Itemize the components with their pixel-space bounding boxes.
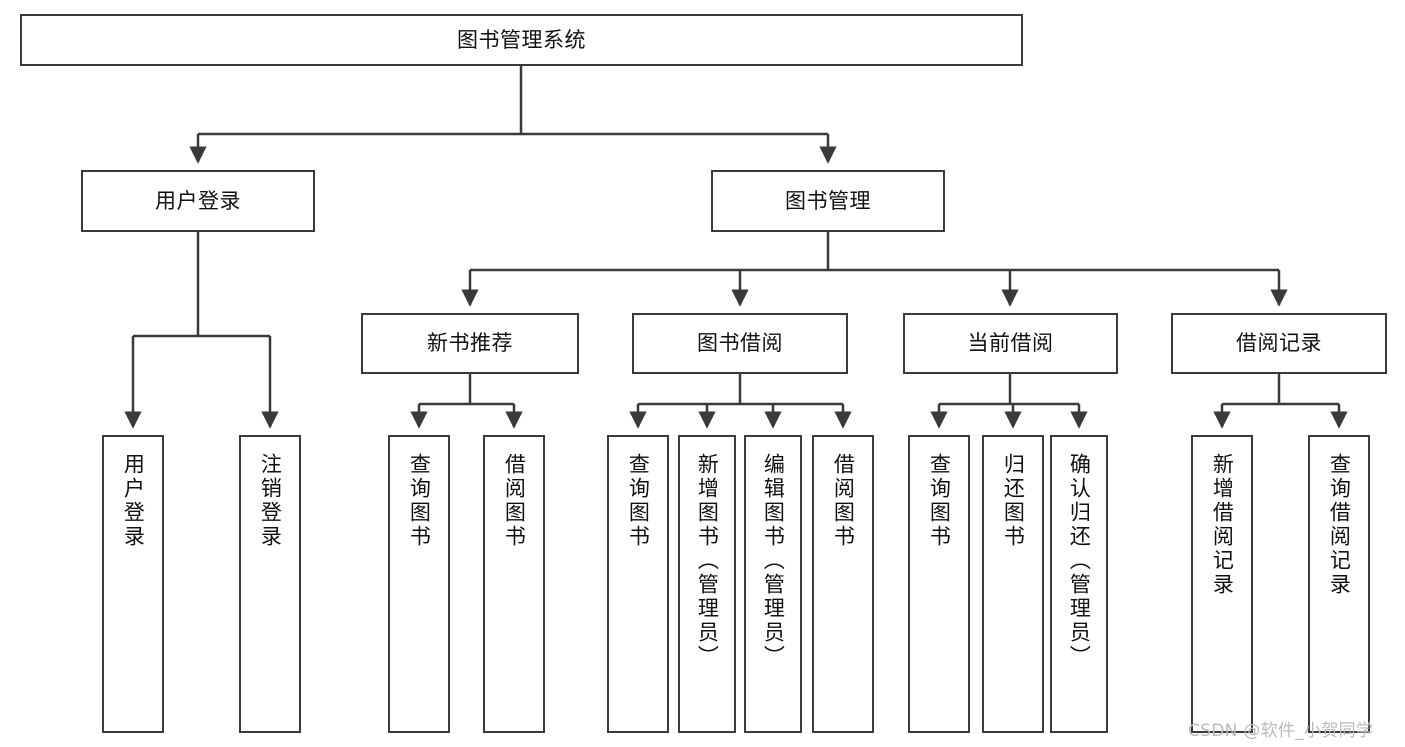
leaf-query-book-newbook-label: 查询图书 [407, 453, 432, 549]
leaf-add-borrow-record-label: 新增借阅记录 [1210, 453, 1235, 597]
leaf-return-book-label: 归还图书 [1001, 453, 1026, 549]
leaf-add-borrow-record[interactable]: 新增借阅记录 [1191, 435, 1253, 733]
leaf-return-book[interactable]: 归还图书 [982, 435, 1044, 733]
leaf-add-book-admin-label: 新增图书（管理员） [695, 453, 720, 669]
leaf-borrow-book-newbook-label: 借阅图书 [502, 453, 527, 549]
leaf-query-book-borrow[interactable]: 查询图书 [607, 435, 669, 733]
leaf-lend-book-label: 借阅图书 [831, 453, 856, 549]
leaf-logout[interactable]: 注销登录 [239, 435, 301, 733]
leaf-query-borrow-record[interactable]: 查询借阅记录 [1308, 435, 1370, 733]
leaf-edit-book-admin[interactable]: 编辑图书（管理员） [744, 435, 802, 733]
leaf-query-book-current[interactable]: 查询图书 [908, 435, 970, 733]
leaf-user-login[interactable]: 用户登录 [102, 435, 164, 733]
node-new-book-recommend[interactable]: 新书推荐 [361, 313, 579, 374]
csdn-watermark: CSDN @软件_小贺同学 [1188, 721, 1374, 741]
node-new-book-recommend-label: 新书推荐 [427, 331, 513, 356]
leaf-lend-book[interactable]: 借阅图书 [812, 435, 874, 733]
leaf-confirm-return-admin-label: 确认归还（管理员） [1067, 453, 1092, 669]
node-book-management[interactable]: 图书管理 [711, 170, 945, 232]
node-book-management-label: 图书管理 [785, 188, 871, 213]
node-user-login[interactable]: 用户登录 [81, 170, 315, 232]
node-book-borrow[interactable]: 图书借阅 [632, 313, 848, 374]
node-user-login-label: 用户登录 [155, 188, 241, 213]
leaf-edit-book-admin-label: 编辑图书（管理员） [761, 453, 786, 669]
node-current-borrow[interactable]: 当前借阅 [903, 313, 1118, 374]
node-root-label: 图书管理系统 [457, 27, 586, 52]
leaf-query-book-borrow-label: 查询图书 [626, 453, 651, 549]
leaf-user-login-label: 用户登录 [121, 453, 146, 549]
leaf-confirm-return-admin[interactable]: 确认归还（管理员） [1050, 435, 1108, 733]
node-root[interactable]: 图书管理系统 [20, 14, 1023, 66]
node-borrow-records[interactable]: 借阅记录 [1171, 313, 1387, 374]
leaf-query-book-current-label: 查询图书 [927, 453, 952, 549]
leaf-query-borrow-record-label: 查询借阅记录 [1327, 453, 1352, 597]
leaf-borrow-book-newbook[interactable]: 借阅图书 [483, 435, 545, 733]
node-borrow-records-label: 借阅记录 [1236, 331, 1322, 356]
node-book-borrow-label: 图书借阅 [697, 331, 783, 356]
leaf-query-book-newbook[interactable]: 查询图书 [388, 435, 450, 733]
node-current-borrow-label: 当前借阅 [967, 331, 1054, 356]
leaf-logout-label: 注销登录 [258, 453, 283, 549]
leaf-add-book-admin[interactable]: 新增图书（管理员） [678, 435, 736, 733]
